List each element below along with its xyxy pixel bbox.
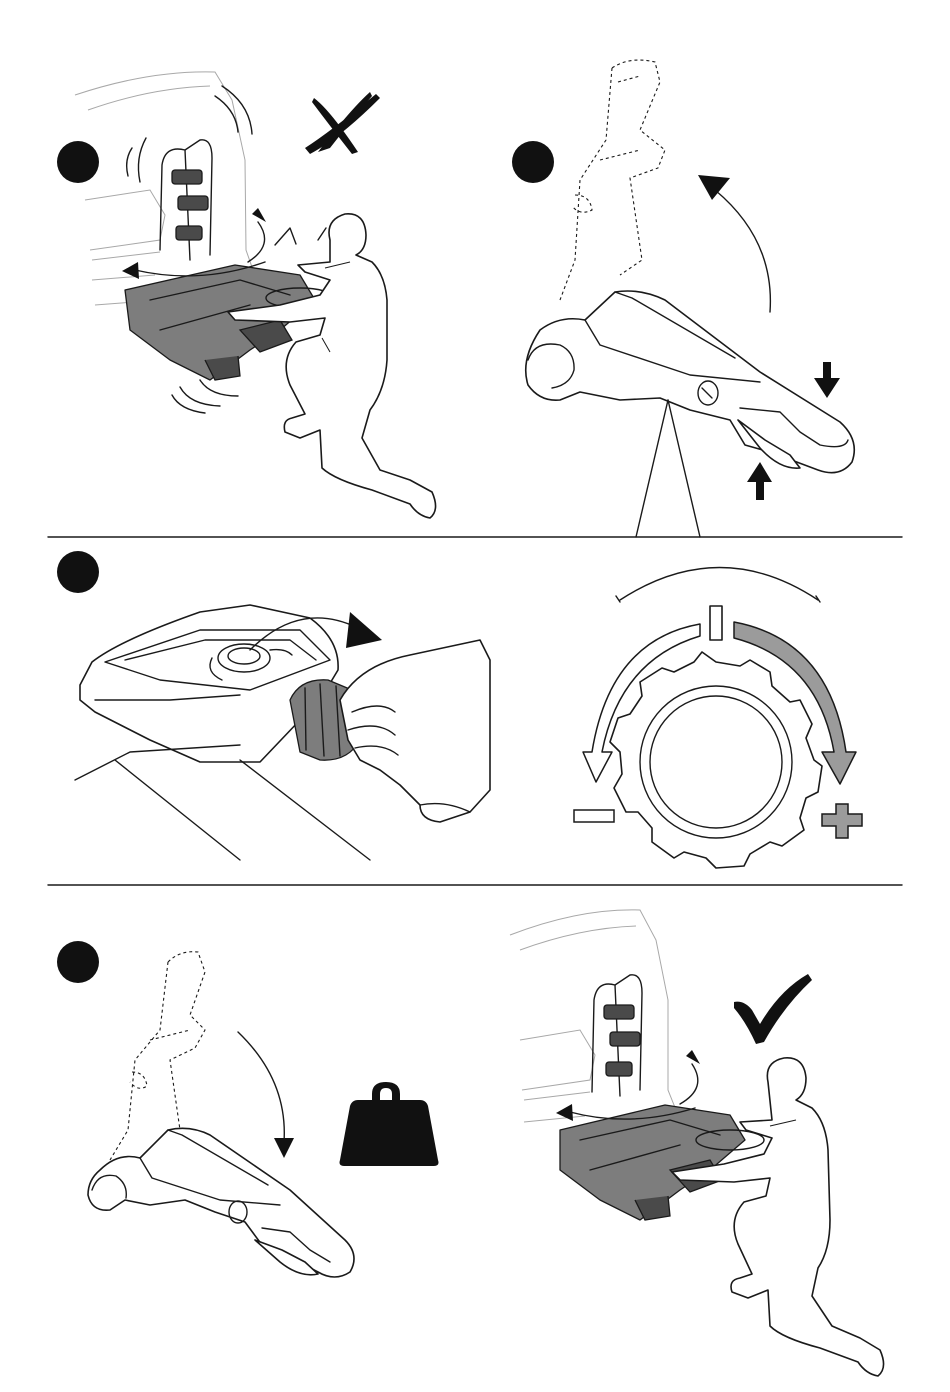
scale-marker	[710, 606, 722, 640]
car-rear	[510, 910, 684, 1130]
curved-arrow-icon	[238, 1032, 294, 1158]
plus-icon	[822, 804, 862, 838]
person-kneeling	[228, 214, 436, 518]
step-marker	[57, 941, 99, 983]
handle-body	[88, 1128, 354, 1277]
weight-icon	[340, 1082, 439, 1166]
panel-adjust-knob	[57, 551, 490, 860]
person-kneeling	[672, 1058, 884, 1376]
panel-handle-raise	[512, 60, 854, 537]
knob-gear	[610, 652, 822, 868]
step-marker	[57, 551, 99, 593]
baseline	[115, 760, 240, 860]
cross-icon	[305, 92, 380, 154]
panel-wrong-lifting	[57, 72, 436, 518]
curved-arrow-icon	[122, 208, 266, 279]
scale-arc	[620, 568, 818, 601]
panel-correct-lifting	[510, 910, 884, 1376]
minus-icon	[574, 810, 614, 822]
hand	[340, 640, 490, 822]
callout-line	[668, 400, 700, 537]
check-icon	[734, 974, 812, 1044]
knob-scale	[574, 568, 862, 869]
bike-carrier	[560, 975, 764, 1220]
baseline	[240, 760, 370, 860]
panel-handle-lower	[57, 941, 439, 1277]
curved-arrow-icon	[698, 175, 770, 312]
step-marker	[512, 141, 554, 183]
handle-raised-outline	[560, 60, 665, 300]
handle-body	[526, 291, 855, 473]
callout-line	[636, 400, 668, 537]
step-marker	[57, 141, 99, 183]
